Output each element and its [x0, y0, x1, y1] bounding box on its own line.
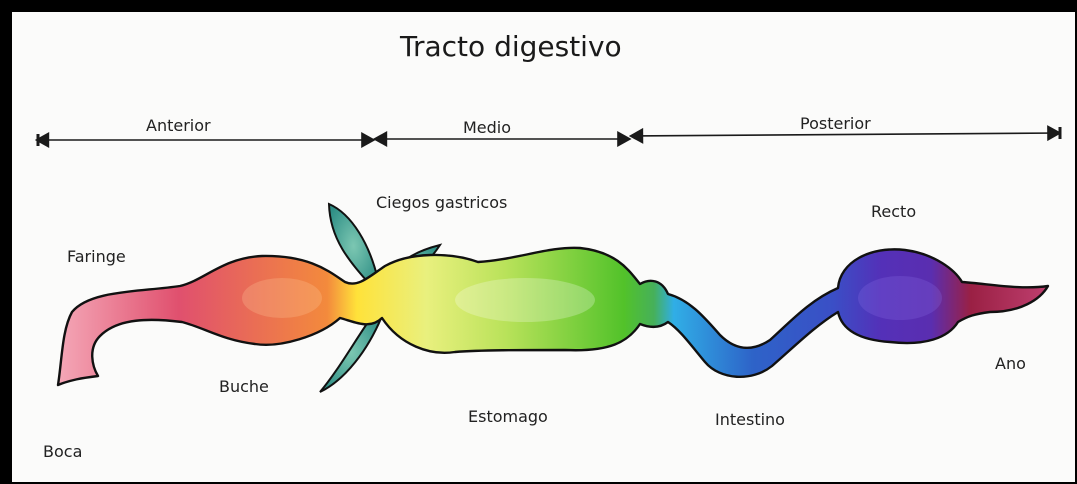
label-boca: Boca	[43, 442, 83, 461]
shading	[242, 276, 942, 322]
label-ano: Ano	[995, 354, 1026, 373]
label-faringe: Faringe	[67, 247, 126, 266]
label-estomago: Estomago	[468, 407, 548, 426]
section-arrows	[34, 125, 1062, 148]
caecum-lower-left	[319, 310, 384, 393]
section-label-posterior: Posterior	[800, 114, 871, 133]
paper-background	[12, 12, 1075, 482]
label-recto: Recto	[871, 202, 917, 221]
rectum-highlight	[858, 276, 942, 320]
caecum-upper-left	[327, 202, 380, 290]
label-ciegos-gastricos: Ciegos gastricos	[376, 193, 508, 212]
digestive-tract	[56, 246, 1050, 387]
section-label-anterior: Anterior	[146, 116, 211, 135]
section-label-medio: Medio	[463, 118, 512, 137]
diagram-title: Tracto digestivo	[400, 30, 622, 63]
crop-highlight	[242, 278, 322, 318]
posterior-arrow	[628, 125, 1062, 144]
stomach-highlight	[455, 278, 595, 322]
label-intestino: Intestino	[715, 410, 785, 429]
label-buche: Buche	[219, 377, 269, 396]
